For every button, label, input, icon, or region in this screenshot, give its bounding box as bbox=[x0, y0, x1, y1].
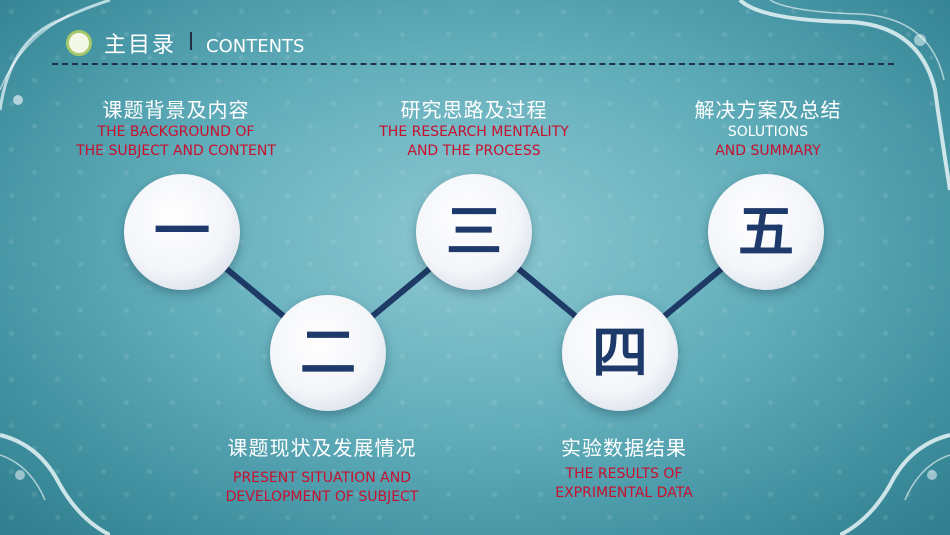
toc-numeral-5: 五 bbox=[738, 199, 794, 265]
toc-numeral-4: 四 bbox=[592, 320, 648, 386]
toc-item-1-en-line2: THE SUBJECT AND CONTENT bbox=[76, 143, 276, 159]
toc-circle-2[interactable]: 二 bbox=[270, 295, 386, 411]
toc-item-1[interactable]: 课题背景及内容 THE BACKGROUND OF THE SUBJECT AN… bbox=[46, 97, 306, 161]
toc-item-2-title: 课题现状及发展情况 bbox=[227, 436, 417, 460]
corner-ornament-top-right bbox=[738, 0, 950, 191]
toc-numeral-1: 一 bbox=[154, 199, 210, 265]
toc-circle-5[interactable]: 五 bbox=[708, 174, 824, 290]
toc-circle-3[interactable]: 三 bbox=[416, 174, 532, 290]
toc-item-3-en-line2: AND THE PROCESS bbox=[407, 143, 541, 159]
toc-item-2[interactable]: 课题现状及发展情况 PRESENT SITUATION AND DEVELOPM… bbox=[192, 435, 452, 507]
header-divider bbox=[190, 32, 193, 50]
toc-item-1-en-line1: THE BACKGROUND OF bbox=[97, 124, 255, 140]
corner-ornament-bottom-right bbox=[840, 433, 950, 535]
toc-numeral-2: 二 bbox=[300, 320, 356, 386]
toc-circle-1[interactable]: 一 bbox=[124, 174, 240, 290]
page-title: 主目录 bbox=[104, 33, 177, 58]
toc-item-1-title: 课题背景及内容 bbox=[102, 98, 250, 122]
toc-item-4-en-line2: EXPRIMENTAL DATA bbox=[555, 485, 693, 501]
toc-numeral-3: 三 bbox=[446, 199, 502, 265]
corner-ornament-bottom-left bbox=[0, 433, 110, 535]
toc-item-3-en-line1: THE RESEARCH MENTALITY bbox=[379, 124, 569, 140]
toc-item-2-en-line1: PRESENT SITUATION AND bbox=[233, 470, 411, 486]
header-bullet-icon bbox=[66, 30, 92, 56]
toc-item-3-title: 研究思路及过程 bbox=[400, 98, 548, 122]
corner-ornament-top-left bbox=[0, 0, 111, 111]
toc-item-4-en-line1: THE RESULTS OF bbox=[565, 466, 683, 482]
toc-circle-4[interactable]: 四 bbox=[562, 295, 678, 411]
page-subtitle: CONTENTS bbox=[206, 35, 305, 57]
toc-item-5[interactable]: 解决方案及总结 SOLUTIONS AND SUMMARY bbox=[638, 97, 898, 161]
toc-item-5-en-line2: AND SUMMARY bbox=[715, 143, 821, 159]
toc-item-4-title: 实验数据结果 bbox=[561, 436, 687, 460]
toc-item-5-title: 解决方案及总结 bbox=[694, 98, 842, 122]
toc-item-2-en-line2: DEVELOPMENT OF SUBJECT bbox=[225, 489, 419, 505]
header-dashed-divider bbox=[52, 63, 894, 65]
toc-item-4[interactable]: 实验数据结果 THE RESULTS OF EXPRIMENTAL DATA bbox=[494, 435, 754, 503]
toc-item-5-en-line1: SOLUTIONS bbox=[727, 124, 809, 140]
toc-item-3[interactable]: 研究思路及过程 THE RESEARCH MENTALITY AND THE P… bbox=[344, 97, 604, 161]
page-header: 主目录 CONTENTS bbox=[66, 26, 304, 60]
